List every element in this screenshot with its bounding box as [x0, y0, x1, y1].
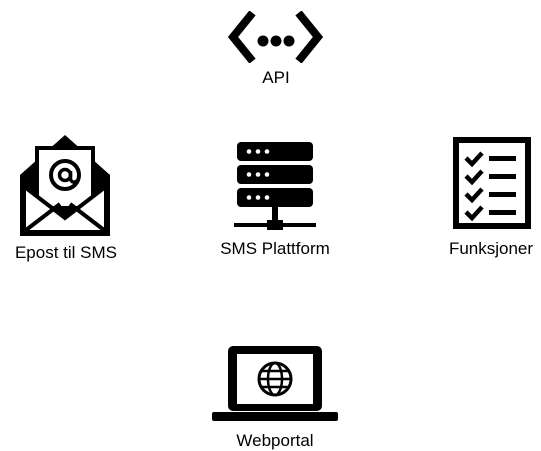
email-envelope-icon [20, 135, 110, 236]
api-brackets-icon [228, 11, 323, 63]
api-label: API [262, 68, 290, 87]
checklist-icon [453, 137, 531, 229]
laptop-globe-icon [212, 346, 338, 421]
functions-label: Funksjoner [448, 239, 534, 258]
email-to-sms-label: Epost til SMS [14, 243, 118, 262]
sms-platform-label: SMS Plattform [220, 239, 330, 258]
server-rack-icon [234, 142, 316, 230]
webportal-label: Webportal [236, 431, 314, 450]
